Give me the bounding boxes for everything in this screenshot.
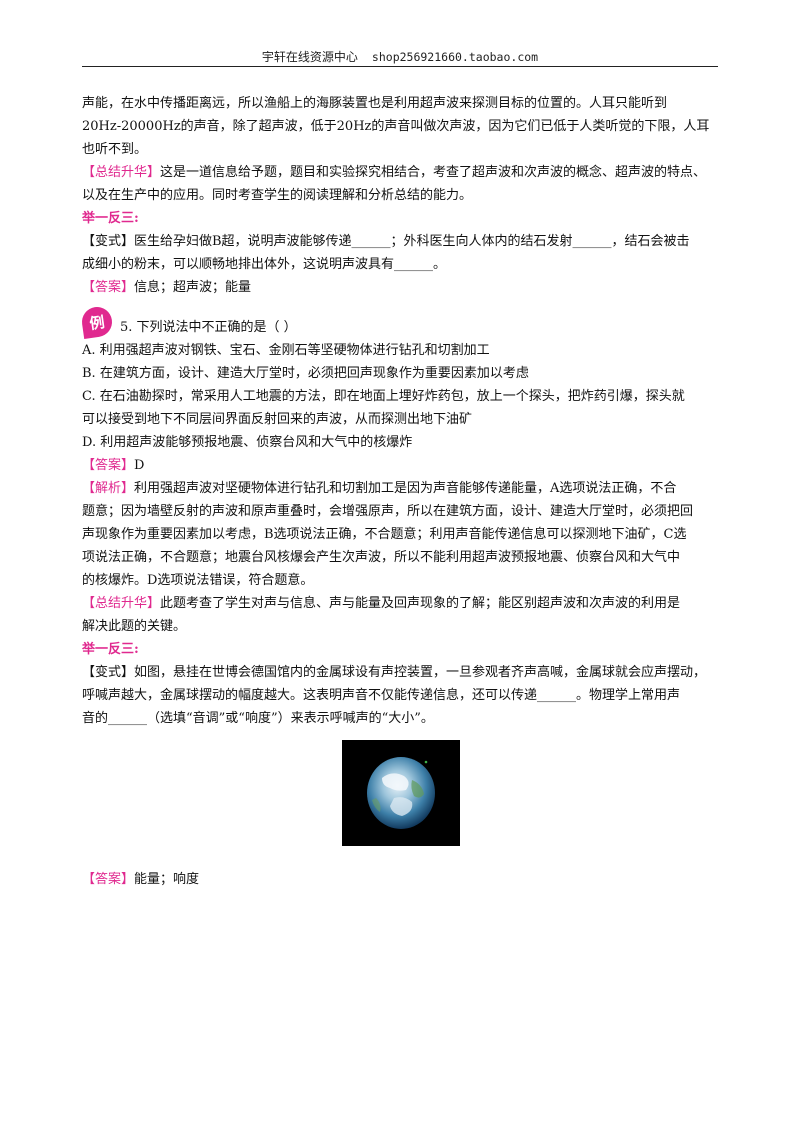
example-badge-icon: 例 — [80, 305, 114, 339]
option-d: D. 利用超声波能够预报地震、侦察台风和大气中的核爆炸 — [82, 435, 413, 450]
answer-text: D — [134, 458, 145, 473]
answer-paragraph: 【答案】能量；响度 — [82, 868, 722, 891]
summary-tag: 【总结升华】 — [82, 596, 161, 611]
analysis-tag: 【解析】 — [82, 481, 135, 496]
analysis-text: 利用强超声波对坚硬物体进行钻孔和切割加工是因为声音能够传递能量，A选项说法正确，… — [134, 481, 677, 496]
option-b: B. 在建筑方面，设计、建造大厅堂时，必须把回声现象作为重要因素加以考虑 — [82, 366, 529, 381]
extend-title: 举一反三: — [82, 211, 139, 226]
answer-tag: 【答案】 — [82, 872, 135, 887]
metal-ball-photo — [342, 740, 460, 846]
example-heading: 例 5. 下列说法中不正确的是（ ） — [80, 299, 722, 339]
example-badge-label: 例 — [88, 312, 106, 333]
text-line: 解决此题的关键。 — [82, 619, 187, 634]
header-shop-url: shop256921660.taobao.com — [371, 50, 539, 64]
text-line: 20Hz-20000Hz的声音，除了超声波，低于20Hz的声音叫做次声波，因为它… — [82, 119, 710, 134]
header-center-text: 宇轩在线资源中心 — [261, 50, 358, 64]
summary-paragraph: 【总结升华】此题考查了学生对声与信息、声与能量及回声现象的了解；能区别超声波和次… — [82, 592, 722, 615]
option-c-cont: 可以接受到地下不同层间界面反射回来的声波，从而探测出地下油矿 — [82, 412, 473, 427]
answer-paragraph: 【答案】D — [82, 454, 722, 477]
extend-title: 举一反三: — [82, 642, 139, 657]
text-line: 的核爆炸。D选项说法错误，符合题意。 — [82, 573, 314, 588]
text-line: 以及在生产中的应用。同时考查学生的阅读理解和分析总结的能力。 — [82, 188, 473, 203]
text-line: 【变式】医生给孕妇做B超，说明声波能够传递______；外科医生向人体内的结石发… — [82, 234, 690, 249]
earth-globe-icon — [342, 740, 460, 846]
text-line: 题意；因为墙壁反射的声波和原声重叠时，会增强原声，所以在建筑方面，设计、建造大厅… — [82, 504, 694, 519]
option-a: A. 利用强超声波对钢铁、宝石、金刚石等坚硬物体进行钻孔和切割加工 — [82, 343, 490, 358]
analysis-paragraph: 【解析】利用强超声波对坚硬物体进行钻孔和切割加工是因为声音能够传递能量，A选项说… — [82, 477, 722, 500]
text-line: 成细小的粉末，可以顺畅地排出体外，这说明声波具有______。 — [82, 257, 447, 272]
summary-tag: 【总结升华】 — [82, 165, 161, 180]
summary-text: 此题考查了学生对声与信息、声与能量及回声现象的了解；能区别超声波和次声波的利用是 — [160, 596, 681, 611]
summary-paragraph: 【总结升华】这是一道信息给予题，题目和实验探究相结合，考查了超声波和次声波的概念… — [82, 161, 722, 184]
text-line: 【变式】如图，悬挂在世博会德国馆内的金属球设有声控装置，一旦参观者齐声高喊，金属… — [82, 665, 707, 680]
question-title: 5. 下列说法中不正确的是（ ） — [120, 320, 297, 335]
document-body: 声能，在水中传播距离远，所以渔船上的海豚装置也是利用超声波来探测目标的位置的。人… — [80, 92, 722, 891]
answer-text: 能量；响度 — [134, 872, 200, 887]
text-line: 也听不到。 — [82, 142, 148, 157]
text-line: 音的______（选填“音调”或“响度”）来表示呼喊声的“大小”。 — [82, 711, 434, 726]
text-line: 项说法正确，不合题意；地震台风核爆会产生次声波，所以不能利用超声波预报地震、侦察… — [82, 550, 681, 565]
answer-tag: 【答案】 — [82, 280, 135, 295]
text-line: 声能，在水中传播距离远，所以渔船上的海豚装置也是利用超声波来探测目标的位置的。人… — [82, 96, 668, 111]
page-header: 宇轩在线资源中心 shop256921660.taobao.com — [82, 48, 718, 67]
text-line: 声现象作为重要因素加以考虑，B选项说法正确，不合题意；利用声音能传递信息可以探测… — [82, 527, 687, 542]
answer-text: 信息；超声波；能量 — [134, 280, 252, 295]
summary-text: 这是一道信息给予题，题目和实验探究相结合，考查了超声波和次声波的概念、超声波的特… — [160, 165, 707, 180]
answer-tag: 【答案】 — [82, 458, 135, 473]
text-line: 呼喊声越大，金属球摆动的幅度越大。这表明声音不仅能传递信息，还可以传递_____… — [82, 688, 681, 703]
answer-paragraph: 【答案】信息；超声波；能量 — [82, 276, 722, 299]
option-c: C. 在石油勘探时，常采用人工地震的方法，即在地面上埋好炸药包，放上一个探头，把… — [82, 389, 685, 404]
